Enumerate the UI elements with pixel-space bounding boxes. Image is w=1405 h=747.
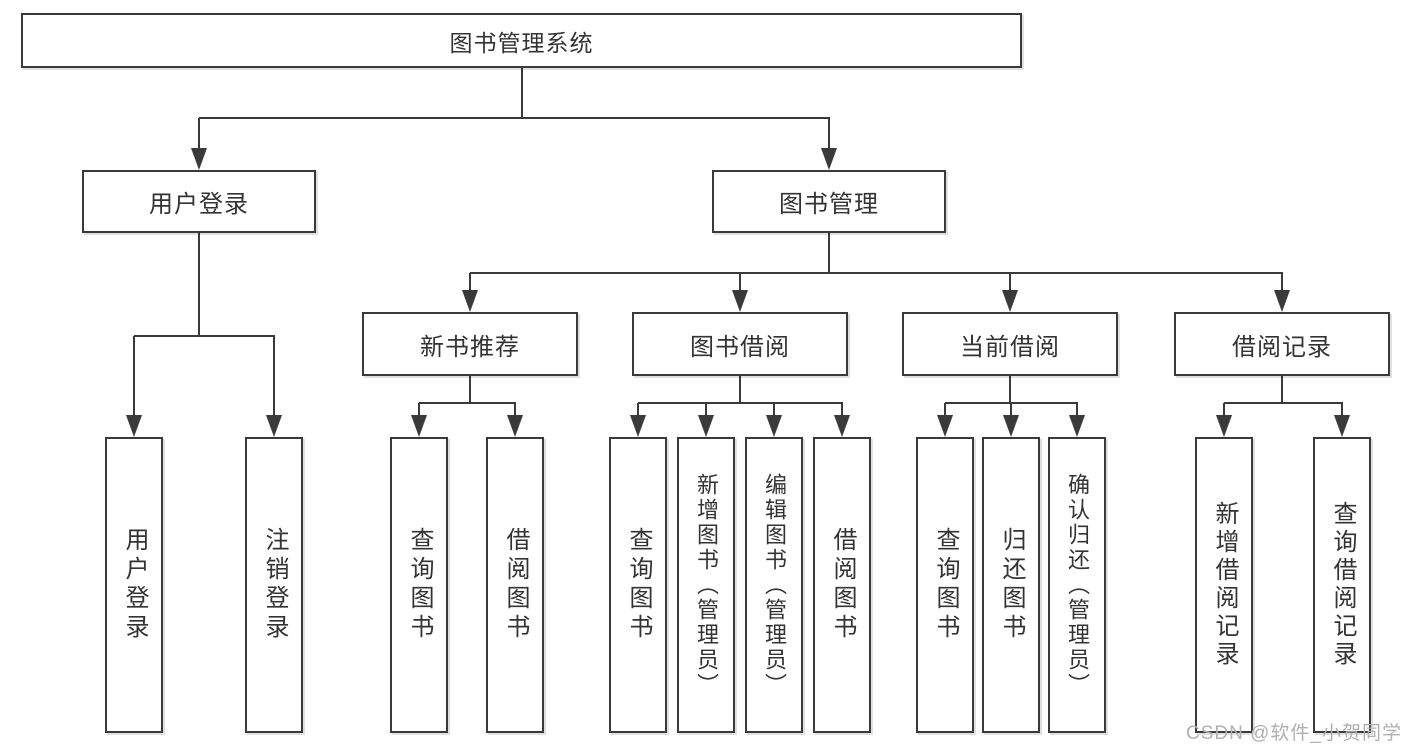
- connector-line: [273, 336, 275, 425]
- arrow-down-icon: [766, 415, 782, 437]
- connector-line: [1224, 402, 1343, 404]
- node-label: 图书借阅: [690, 333, 790, 361]
- node-label: 查询图书: [406, 527, 433, 643]
- arrow-down-icon: [507, 415, 523, 437]
- arrow-down-icon: [1002, 290, 1018, 312]
- node-label: 图书管理系统: [449, 29, 594, 56]
- arrow-down-icon: [1069, 415, 1085, 437]
- node-label: 借阅记录: [1232, 333, 1332, 361]
- arrow-down-icon: [1216, 415, 1232, 437]
- node-book-management: 图书管理: [712, 170, 946, 233]
- arrow-down-icon: [266, 415, 282, 437]
- connector-line: [470, 272, 1283, 274]
- arrow-down-icon: [630, 415, 646, 437]
- connector-line: [419, 402, 516, 404]
- connector-line: [469, 376, 471, 403]
- arrow-down-icon: [1003, 415, 1019, 437]
- connector-line: [1009, 273, 1011, 298]
- leaf-query-book-2: 查询图书: [609, 437, 667, 733]
- connector-line: [1010, 403, 1012, 423]
- leaf-return-book: 归还图书: [982, 437, 1040, 733]
- leaf-confirm-return-admin: 确认归还（管理员）: [1048, 437, 1106, 733]
- node-user-login: 用户登录: [82, 170, 316, 233]
- connector-line: [514, 403, 516, 423]
- connector-line: [1281, 273, 1283, 298]
- leaf-add-book-admin: 新增图书（管理员）: [677, 437, 735, 733]
- arrow-down-icon: [821, 148, 837, 170]
- node-label: 查询图书: [625, 527, 652, 643]
- arrow-down-icon: [1334, 415, 1350, 437]
- leaf-borrow-book-2: 借阅图书: [813, 437, 871, 733]
- arrow-down-icon: [937, 415, 953, 437]
- connector-line: [1223, 403, 1225, 423]
- connector-line: [1341, 403, 1343, 423]
- node-label: 查询图书: [932, 527, 959, 643]
- arrow-down-icon: [1274, 290, 1290, 312]
- arrow-down-icon: [834, 415, 850, 437]
- node-label: 确认归还（管理员）: [1065, 472, 1090, 698]
- node-label: 注销登录: [261, 527, 288, 643]
- node-borrow-records: 借阅记录: [1174, 312, 1390, 376]
- leaf-query-borrow-record: 查询借阅记录: [1313, 437, 1371, 733]
- node-book-borrow: 图书借阅: [632, 312, 848, 376]
- connector-line: [739, 376, 741, 403]
- node-label: 用户登录: [149, 191, 249, 218]
- node-label: 编辑图书（管理员）: [762, 472, 787, 698]
- connector-line: [198, 118, 200, 155]
- connector-line: [521, 67, 523, 118]
- leaf-add-borrow-record: 新增借阅记录: [1195, 437, 1253, 733]
- connector-line: [469, 273, 471, 298]
- arrow-down-icon: [462, 290, 478, 312]
- arrow-down-icon: [126, 415, 142, 437]
- connector-line: [199, 117, 830, 119]
- csdn-watermark: CSDN @软件_小贺同学: [1186, 723, 1402, 744]
- node-current-borrow: 当前借阅: [902, 312, 1118, 376]
- connector-line: [1076, 403, 1078, 423]
- arrow-down-icon: [191, 148, 207, 170]
- leaf-query-book-3: 查询图书: [916, 437, 974, 733]
- arrow-down-icon: [732, 290, 748, 312]
- arrow-down-icon: [411, 415, 427, 437]
- connector-line: [828, 118, 830, 155]
- node-label: 新增图书（管理员）: [694, 472, 719, 698]
- connector-line: [133, 336, 135, 425]
- connector-line: [134, 335, 275, 337]
- node-label: 图书管理: [779, 191, 879, 218]
- node-label: 新增借阅记录: [1211, 501, 1238, 669]
- connector-line: [1281, 376, 1283, 403]
- connector-line: [773, 403, 775, 423]
- connector-line: [418, 403, 420, 423]
- connector-line: [945, 402, 1078, 404]
- connector-line: [637, 403, 639, 423]
- connector-line: [638, 402, 843, 404]
- node-label: 借阅图书: [502, 527, 529, 643]
- node-label: 新书推荐: [420, 333, 520, 361]
- node-label: 借阅图书: [829, 527, 856, 643]
- leaf-borrow-book-1: 借阅图书: [486, 437, 544, 733]
- arrow-down-icon: [698, 415, 714, 437]
- connector-line: [841, 403, 843, 423]
- connector-line: [705, 403, 707, 423]
- connector-line: [944, 403, 946, 423]
- node-label: 用户登录: [121, 527, 148, 643]
- node-label: 归还图书: [998, 527, 1025, 643]
- connector-line: [198, 233, 200, 336]
- leaf-logout: 注销登录: [245, 437, 303, 733]
- connector-line: [1009, 376, 1011, 403]
- node-label: 查询借阅记录: [1329, 501, 1356, 669]
- leaf-user-login: 用户登录: [105, 437, 163, 733]
- leaf-edit-book-admin: 编辑图书（管理员）: [745, 437, 803, 733]
- node-library-system: 图书管理系统: [21, 13, 1022, 68]
- leaf-query-book-1: 查询图书: [390, 437, 448, 733]
- node-new-book-recommend: 新书推荐: [362, 312, 578, 376]
- node-label: 当前借阅: [960, 333, 1060, 361]
- connector-line: [739, 273, 741, 298]
- connector-line: [828, 233, 830, 273]
